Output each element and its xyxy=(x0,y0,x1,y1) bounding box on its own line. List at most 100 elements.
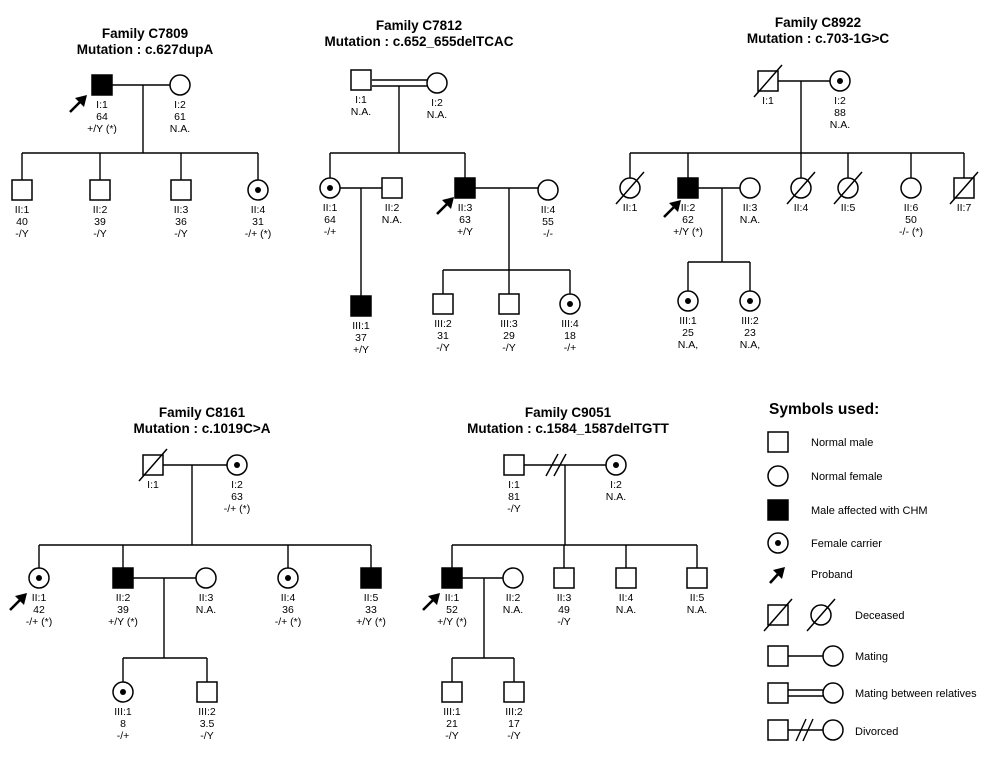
c8922-iii1-symbol xyxy=(677,290,699,312)
member-id: I:1 xyxy=(96,99,108,111)
member-id: II:4 xyxy=(251,204,266,216)
member-id: I:1 xyxy=(762,95,774,107)
member-value: N.A. xyxy=(427,109,447,121)
member-value: 62 xyxy=(682,214,694,226)
member-value: -/+ xyxy=(564,342,577,354)
member-id: II:2 xyxy=(116,592,131,604)
member-value: N.A. xyxy=(687,604,707,616)
member-id: II:2 xyxy=(506,592,521,604)
legend-deceased-slash xyxy=(806,598,836,632)
member-value: +/Y (*) xyxy=(87,123,117,135)
member-value: N.A. xyxy=(830,119,850,131)
member-value: 64 xyxy=(324,214,336,226)
proband-arrow-icon xyxy=(422,593,440,611)
member-value: 29 xyxy=(503,330,515,342)
carrier-dot xyxy=(327,185,333,191)
arrow-head xyxy=(75,95,87,107)
male-square xyxy=(677,177,699,199)
member-value: -/+ xyxy=(117,730,130,742)
member-value: -/- xyxy=(543,228,553,240)
female-circle xyxy=(900,177,922,199)
member-id: II:4 xyxy=(794,202,809,214)
male-square xyxy=(686,567,708,589)
c7812-iii1-symbol xyxy=(350,295,372,317)
female-circle xyxy=(195,567,217,589)
c8922-ii2-symbol xyxy=(677,177,699,199)
member-value: N.A. xyxy=(170,123,190,135)
legend-label-proband: Proband xyxy=(811,569,853,581)
member-id: I:1 xyxy=(355,94,367,106)
c7812-ii2-symbol xyxy=(381,177,403,199)
member-value: -/Y xyxy=(93,228,106,240)
male-square xyxy=(615,567,637,589)
member-value: 33 xyxy=(365,604,377,616)
member-value: N.A. xyxy=(616,604,636,616)
member-value: +/Y (*) xyxy=(356,616,386,628)
legend-label-divorced: Divorced xyxy=(855,726,898,738)
c8161-ii4-symbol xyxy=(277,567,299,589)
member-id: II:4 xyxy=(281,592,296,604)
member-id: II:1 xyxy=(445,592,460,604)
legend-carrier-dot xyxy=(775,540,781,546)
member-id: III:3 xyxy=(500,318,518,330)
member-value: -/Y xyxy=(502,342,515,354)
member-id: II:7 xyxy=(957,202,972,214)
member-id: I:2 xyxy=(610,479,622,491)
member-value: 64 xyxy=(96,111,108,123)
male-square xyxy=(432,293,454,315)
male-square xyxy=(196,681,218,703)
c7812-iii3-symbol xyxy=(498,293,520,315)
female-circle xyxy=(426,72,448,94)
member-value: -/Y xyxy=(507,503,520,515)
legend-affected-male-square xyxy=(767,499,789,521)
male-square xyxy=(441,567,463,589)
member-value: 25 xyxy=(682,327,694,339)
family-title: Family C8161 xyxy=(159,405,246,420)
legend-title: Symbols used: xyxy=(769,401,879,418)
legend-divorced-male-square xyxy=(767,719,789,741)
c8161-iii2-symbol xyxy=(196,681,218,703)
c8161-ii1-symbol xyxy=(28,567,50,589)
member-value: 63 xyxy=(459,214,471,226)
member-id: I:2 xyxy=(231,479,243,491)
member-id: II:2 xyxy=(681,202,696,214)
c7809-ii2-symbol xyxy=(89,179,111,201)
carrier-dot xyxy=(837,78,843,84)
member-value: 36 xyxy=(282,604,294,616)
member-value: +/Y (*) xyxy=(673,226,703,238)
c7812-ii1-symbol xyxy=(319,177,341,199)
member-value: 42 xyxy=(33,604,45,616)
carrier-dot xyxy=(685,298,691,304)
legend-normal-male-square xyxy=(767,431,789,453)
male-square xyxy=(89,179,111,201)
member-id: II:5 xyxy=(364,592,379,604)
arrow-head xyxy=(15,593,27,605)
legend-divorce-slash-b xyxy=(802,718,814,742)
member-value: 55 xyxy=(542,216,554,228)
member-value: 63 xyxy=(231,491,243,503)
member-id: II:2 xyxy=(385,202,400,214)
member-value: 17 xyxy=(508,718,520,730)
member-value: 39 xyxy=(94,216,106,228)
c8922-ii3-symbol xyxy=(739,177,761,199)
mutation-label: Mutation : c.652_655delTCAC xyxy=(324,34,513,49)
legend-label-mating: Mating xyxy=(855,651,888,663)
member-value: 61 xyxy=(174,111,186,123)
legend-proband-arrow-head xyxy=(773,567,785,579)
c9051-ii3-symbol xyxy=(553,567,575,589)
c8922-iii2-symbol xyxy=(739,290,761,312)
member-value: 31 xyxy=(252,216,264,228)
member-value: -/+ (*) xyxy=(275,616,302,628)
divorce-slash-a xyxy=(545,453,559,477)
c8161-ii3-symbol xyxy=(195,567,217,589)
carrier-dot xyxy=(613,462,619,468)
member-value: 37 xyxy=(355,332,367,344)
member-id: II:1 xyxy=(623,202,638,214)
legend-deceased-slash xyxy=(763,598,793,632)
carrier-dot xyxy=(747,298,753,304)
legend-label-female-carrier: Female carrier xyxy=(811,538,882,550)
c7812-i2-symbol xyxy=(426,72,448,94)
family-title: Family C7809 xyxy=(102,26,188,41)
c8922-ii4-symbol xyxy=(786,171,816,205)
